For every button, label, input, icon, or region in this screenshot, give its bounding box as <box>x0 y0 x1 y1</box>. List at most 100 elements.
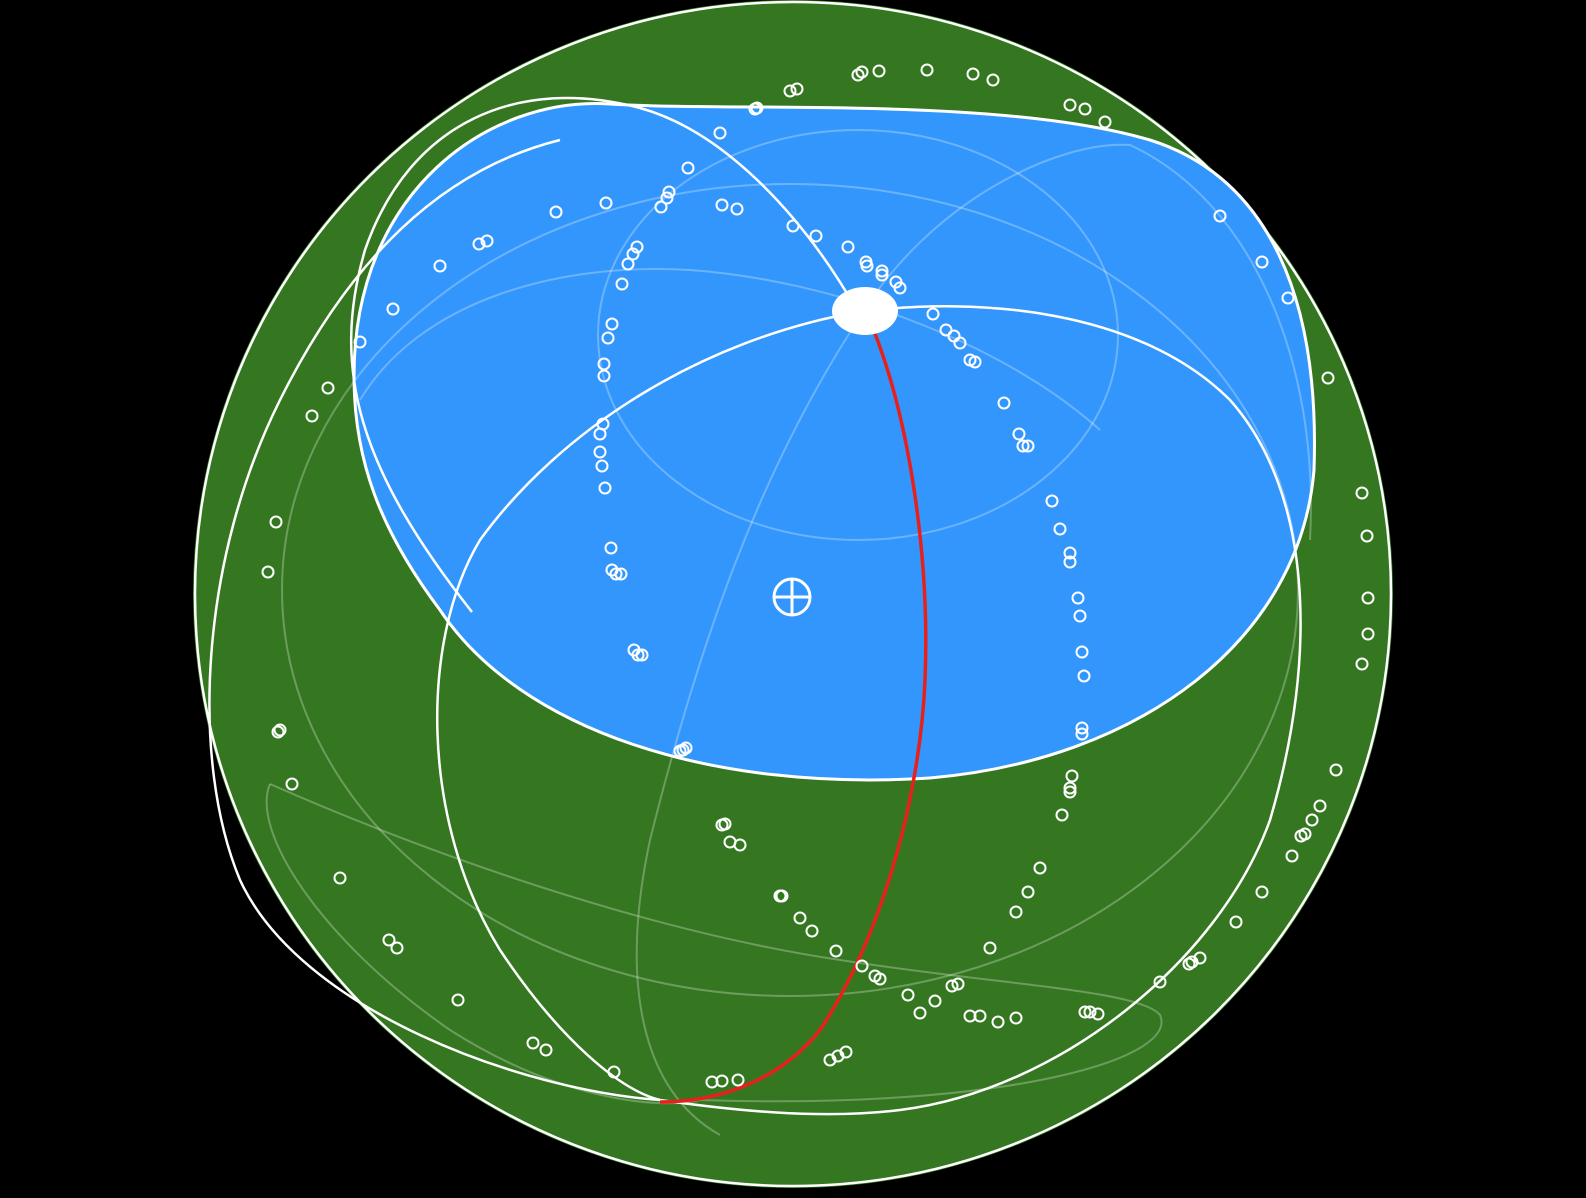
point-marker <box>713 126 727 140</box>
point-marker <box>614 567 628 581</box>
point-marker <box>809 229 823 243</box>
point-marker <box>860 259 874 273</box>
point-marker <box>875 264 889 278</box>
faint-altitude-circle <box>597 129 1119 541</box>
point-marker <box>1361 591 1375 605</box>
point-marker <box>1321 371 1335 385</box>
point-marker <box>790 82 804 96</box>
point-marker <box>1063 98 1077 112</box>
bright-grid <box>208 96 1302 1116</box>
point-marker <box>953 336 967 350</box>
point-marker <box>945 979 959 993</box>
point-marker <box>839 1045 853 1059</box>
point-marker <box>805 924 819 938</box>
point-marker <box>1073 609 1087 623</box>
point-marker <box>273 723 287 737</box>
point-marker <box>615 277 629 291</box>
point-marker <box>539 1043 553 1057</box>
point-marker <box>261 565 275 579</box>
point-marker <box>681 161 695 175</box>
point-marker <box>269 515 283 529</box>
point-marker <box>1361 627 1375 641</box>
point-marker <box>480 234 494 248</box>
point-marker <box>786 219 800 233</box>
point-marker <box>630 240 644 254</box>
point-marker <box>926 307 940 321</box>
point-marker <box>1063 785 1077 799</box>
point-marker <box>951 977 965 991</box>
point-marker <box>1255 255 1269 269</box>
point-marker <box>1012 427 1026 441</box>
point-marker <box>1016 439 1030 453</box>
point-marker <box>1098 115 1112 129</box>
point-marker <box>997 396 1011 410</box>
point-marker <box>1033 861 1047 875</box>
point-marker <box>1075 721 1089 735</box>
point-marker <box>730 202 744 216</box>
point-marker <box>1305 813 1319 827</box>
point-marker <box>750 101 764 115</box>
point-marker <box>715 198 729 212</box>
point-marker <box>1255 885 1269 899</box>
point-marker <box>549 205 563 219</box>
point-marker <box>1313 799 1327 813</box>
point-marker <box>1053 522 1067 536</box>
point-marker <box>991 1015 1005 1029</box>
point-marker <box>1063 546 1077 560</box>
point-marker <box>305 409 319 423</box>
point-marker <box>1091 1007 1105 1021</box>
point-marker <box>660 191 674 205</box>
point-marker <box>1055 808 1069 822</box>
point-marker <box>676 743 690 757</box>
faint-arc-1 <box>359 267 1101 431</box>
red-path <box>659 325 928 1104</box>
point-marker <box>599 196 613 210</box>
point-marker <box>386 302 400 316</box>
point-marker <box>773 889 787 903</box>
great-circle-outer-left <box>208 138 661 1102</box>
point-marker <box>1083 1005 1097 1019</box>
point-marker <box>382 933 396 947</box>
point-marker <box>433 259 447 273</box>
point-marker <box>1153 975 1167 989</box>
point-marker <box>793 911 807 925</box>
point-marker <box>715 1074 729 1088</box>
point-marker <box>321 381 335 395</box>
point-marker <box>715 818 729 832</box>
point-marker <box>1355 657 1369 671</box>
point-marker <box>595 459 609 473</box>
sun-marker <box>832 287 898 335</box>
point-marker <box>973 1009 987 1023</box>
point-marker <box>472 237 486 251</box>
point-marker <box>1077 669 1091 683</box>
point-marker <box>986 73 1000 87</box>
faint-arc-2 <box>857 143 1312 541</box>
point-marker <box>1075 727 1089 741</box>
point-marker <box>913 1006 927 1020</box>
point-marker <box>1045 494 1059 508</box>
point-marker <box>983 941 997 955</box>
point-marker <box>593 427 607 441</box>
point-marker <box>1078 102 1092 116</box>
point-marker <box>968 355 982 369</box>
point-marker <box>333 871 347 885</box>
point-marker <box>1285 849 1299 863</box>
point-marker <box>1009 1011 1023 1025</box>
faint-altitude-circle-large <box>281 183 1299 997</box>
point-marker <box>855 65 869 79</box>
point-marker <box>1063 781 1077 795</box>
point-marker <box>635 648 649 662</box>
point-marker <box>353 335 367 349</box>
point-marker <box>626 247 640 261</box>
faint-meridian-1 <box>635 319 859 1136</box>
point-marker <box>605 317 619 331</box>
point-marker <box>1281 291 1295 305</box>
point-marker <box>654 200 668 214</box>
point-marker <box>1065 769 1079 783</box>
point-marker <box>723 835 737 849</box>
point-marker <box>621 257 635 271</box>
faint-arc-4 <box>265 783 701 1105</box>
point-marker <box>593 445 607 459</box>
point-marker <box>1021 439 1035 453</box>
